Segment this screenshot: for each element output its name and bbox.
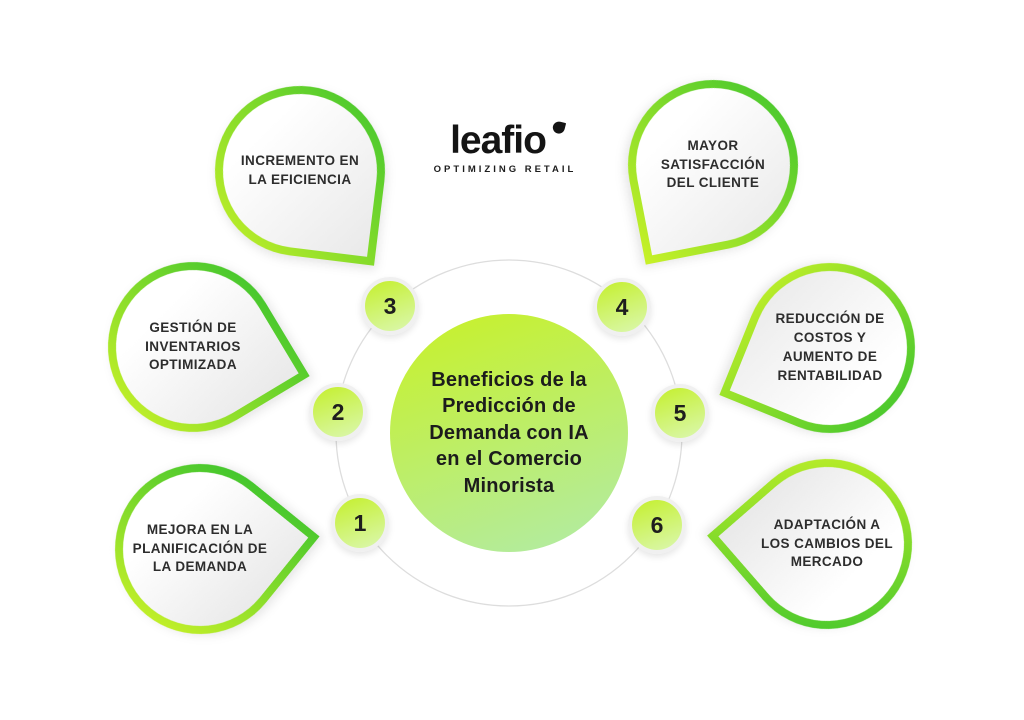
leaf-icon: [551, 120, 567, 135]
step-number: 1: [353, 509, 367, 536]
step-number: 6: [650, 511, 664, 538]
step-number: 3: [383, 292, 397, 319]
step-badge-4: 4: [593, 278, 651, 336]
benefit-label-gestion: GESTIÓN DE INVENTARIOS OPTIMIZADA: [145, 319, 241, 373]
benefit-bubble-gestion: GESTIÓN DE INVENTARIOS OPTIMIZADA: [76, 230, 310, 464]
step-badge-1: 1: [331, 494, 389, 552]
leafio-logo: leafio OPTIMIZING RETAIL: [395, 119, 615, 175]
benefit-bubble-satisfaccion: MAYOR SATISFACCIÓN DEL CLIENTE: [613, 65, 813, 265]
benefit-label-adaptacion: ADAPTACIÓN A LOS CAMBIOS DEL MERCADO: [760, 516, 893, 570]
step-number: 5: [673, 399, 687, 426]
step-number: 2: [331, 398, 345, 425]
logo-tagline: OPTIMIZING RETAIL: [433, 164, 577, 175]
benefit-bubble-mejora: MEJORA EN LA PLANIFICACIÓN DE LA DEMANDA: [80, 429, 320, 669]
diagram-title: Beneficios de la Predicción de Demanda c…: [429, 369, 589, 497]
central-topic-circle: Beneficios de la Predicción de Demanda c…: [390, 314, 628, 552]
step-number: 4: [615, 293, 629, 320]
step-badge-5: 5: [651, 384, 709, 442]
benefit-bubble-reduccion: REDUCCIÓN DE COSTOS Y AUMENTO DE RENTABI…: [719, 237, 941, 459]
step-badge-3: 3: [361, 277, 419, 335]
step-badge-2: 2: [309, 383, 367, 441]
benefit-label-satisfaccion: MAYOR SATISFACCIÓN DEL CLIENTE: [660, 137, 766, 191]
logo-wordmark: leafio: [450, 119, 547, 162]
benefit-bubble-adaptacion: ADAPTACIÓN A LOS CAMBIOS DEL MERCADO: [707, 424, 947, 664]
step-badge-6: 6: [628, 496, 686, 554]
benefit-label-mejora: MEJORA EN LA PLANIFICACIÓN DE LA DEMANDA: [132, 521, 268, 575]
benefit-label-reduccion: REDUCCIÓN DE COSTOS Y AUMENTO DE RENTABI…: [775, 311, 885, 383]
benefit-bubble-incremento: INCREMENTO EN LA EFICIENCIA: [205, 76, 395, 266]
benefit-label-incremento: INCREMENTO EN LA EFICIENCIA: [240, 153, 360, 187]
